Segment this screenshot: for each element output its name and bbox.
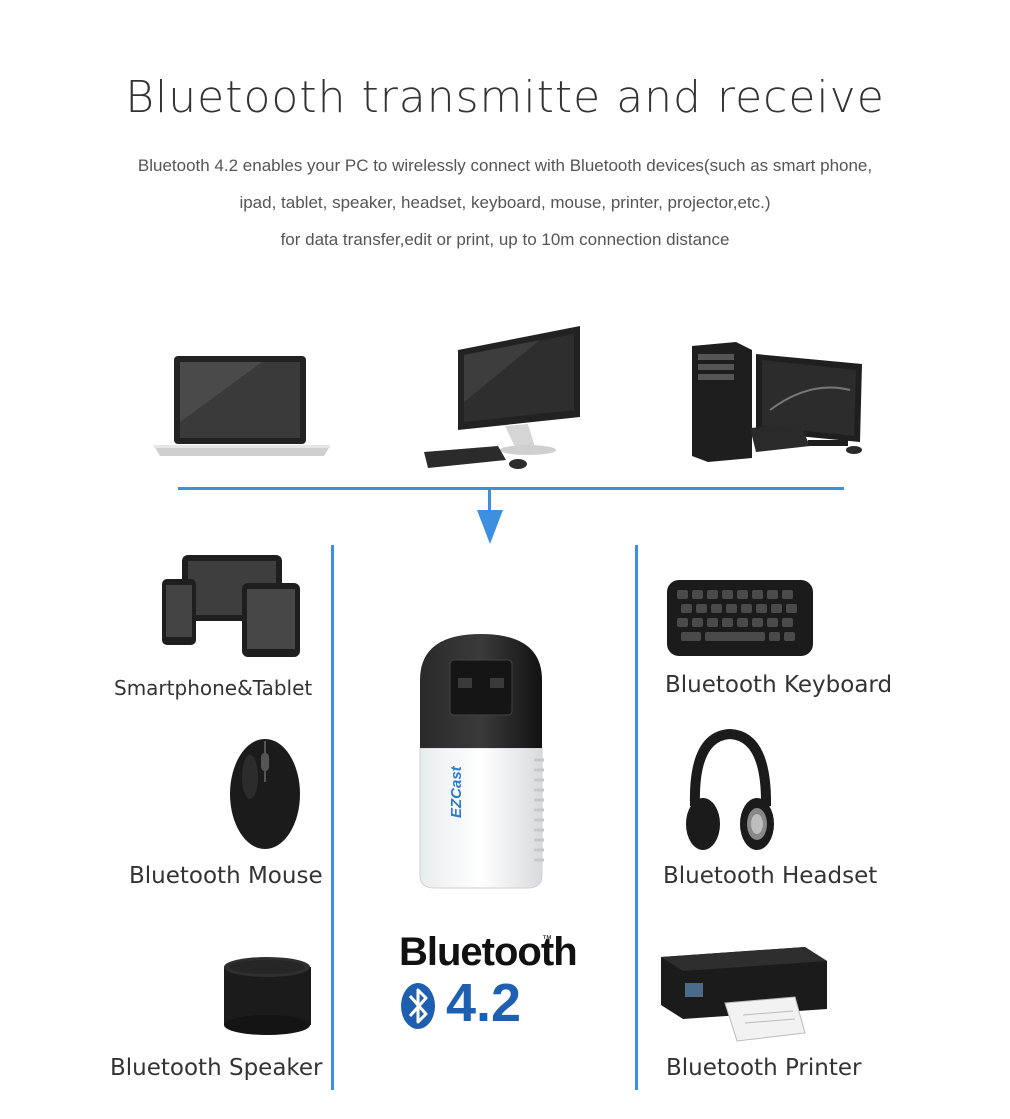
usb-bluetooth-adapter-icon [412,630,552,890]
device-label-speaker: Bluetooth Speaker [110,1055,323,1081]
down-arrow-icon [477,510,503,544]
page-title: Bluetooth transmitte and receive [125,72,885,123]
trademark-symbol: ™ [542,934,552,945]
device-label-headset: Bluetooth Headset [663,863,878,889]
bluetooth-wordmark: Bluetooth [399,930,578,974]
device-label-mouse: Bluetooth Mouse [129,863,323,889]
laptop-icon [152,352,332,462]
left-divider-line [331,545,334,1090]
printer-icon [655,945,830,1045]
tablet-phone-icon [160,553,305,661]
arrow-shaft [488,490,491,512]
bluetooth-rune-icon [400,982,436,1030]
bluetooth-version: 4.2 [446,973,522,1033]
speaker-icon [220,953,315,1038]
right-divider-line [635,545,638,1090]
description-line-1: Bluetooth 4.2 enables your PC to wireles… [137,156,873,175]
keyboard-icon [665,578,815,658]
distribution-line [178,487,844,490]
headset-icon [683,728,778,853]
mouse-icon [228,737,303,852]
desktop-monitor-icon [420,322,590,477]
ezcast-brand-text: EZCast [448,766,465,818]
tower-pc-icon [690,340,870,465]
device-label-smartphone-tablet: Smartphone&Tablet [114,676,313,700]
device-label-keyboard: Bluetooth Keyboard [665,672,893,698]
description-line-3: for data transfer,edit or print, up to 1… [280,230,730,249]
description-line-2: ipad, tablet, speaker, headset, keyboard… [239,193,771,212]
device-label-printer: Bluetooth Printer [666,1055,862,1081]
